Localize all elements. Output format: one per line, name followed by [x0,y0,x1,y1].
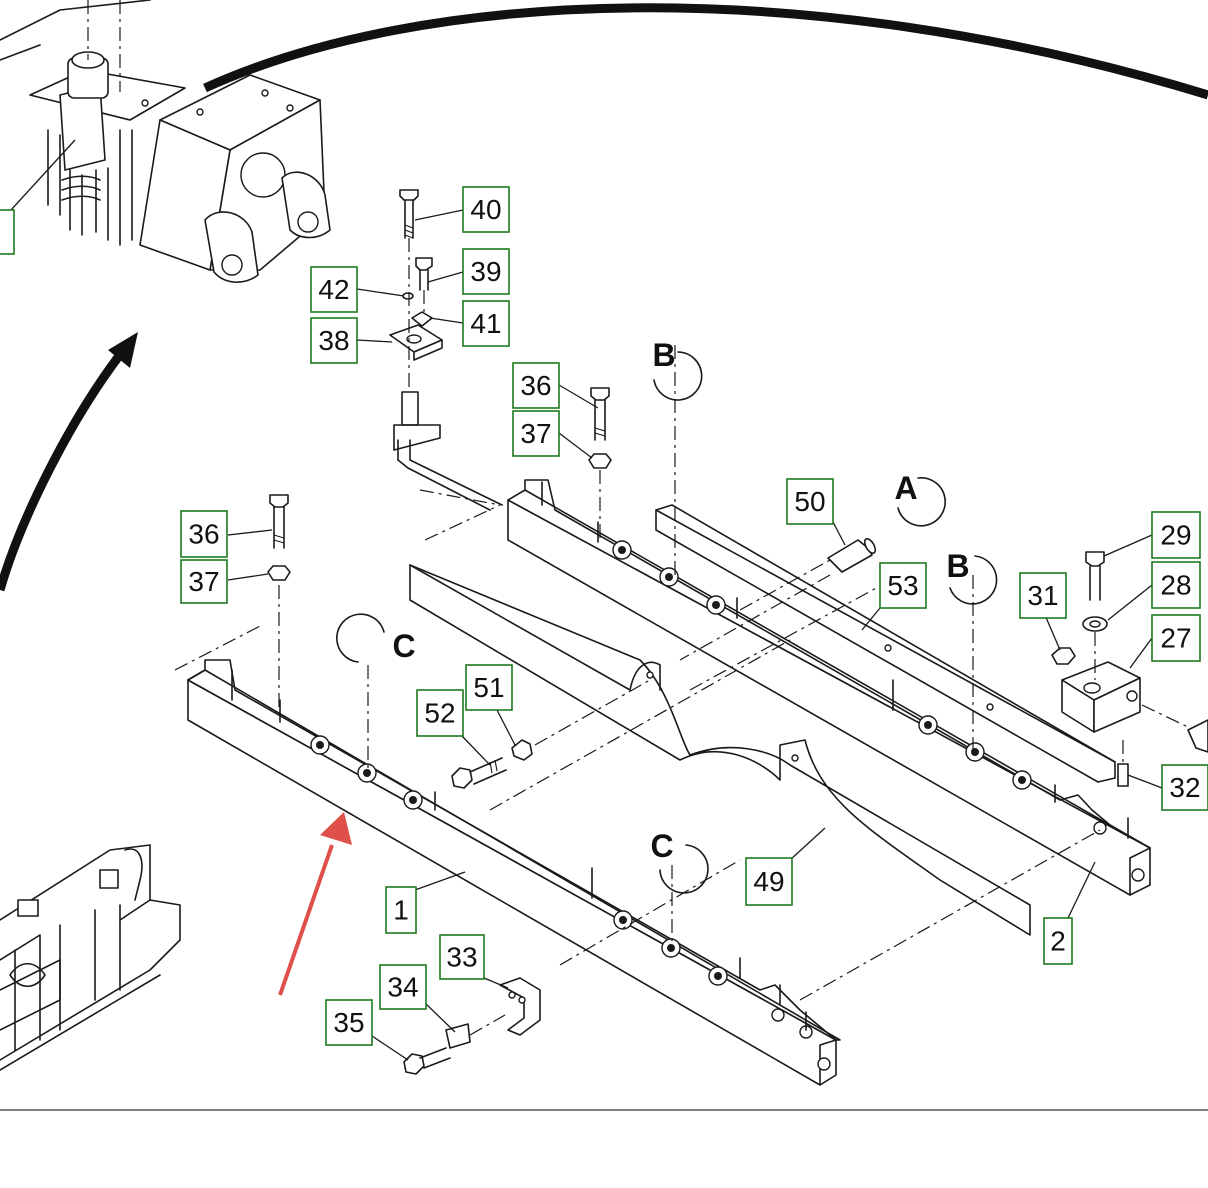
callout-label: 50 [794,486,825,517]
callout-label: 31 [1027,580,1058,611]
block-assembly-27 [1051,551,1208,787]
callout-53: 53 [879,562,927,609]
view-letter-a: A [894,470,917,506]
callout-31: 31 [1019,572,1067,619]
callout-29: 29 [1151,511,1201,559]
callout-label: 35 [333,1007,364,1038]
view-marker-c-bottom: C [650,828,709,894]
callout-40: 40 [462,186,510,233]
callout-label: 39 [470,256,501,287]
callout-27: 27 [1151,614,1201,662]
callout-label: 1 [393,895,409,926]
callout-41: 41 [462,300,510,347]
callout-39: 39 [462,248,510,295]
callout-label: 2 [1050,926,1066,957]
callout-label: 41 [470,308,501,339]
callout-label: 28 [1160,570,1191,601]
view-marker-c-left: C [336,613,416,664]
view-letter-b: B [652,337,675,373]
callout-label: 34 [387,972,418,1003]
assembly-arc-arrow [0,3,1208,592]
callout-label: 42 [318,274,349,305]
callout-1: 1 [385,886,417,934]
callout-33: 33 [439,934,485,980]
callout-label: 52 [424,698,455,729]
view-letter-c: C [392,628,415,664]
callout-32: 32 [1161,764,1208,811]
rail-part-1 [187,659,841,1086]
callout-label: 53 [887,570,918,601]
callout-50: 50 [786,478,834,525]
callout-38: 38 [310,317,358,364]
view-marker-b-right: B [946,548,998,605]
callout-label: 37 [520,418,551,449]
bolt-nut-36-37-rear [588,387,612,540]
callout-8: 8 [0,209,15,255]
callout-label: 33 [446,942,477,973]
highlight-arrow [278,812,352,996]
callout-label: 51 [473,672,504,703]
callout-37-front: 37 [180,559,228,604]
callout-28: 28 [1151,561,1201,609]
callout-49: 49 [745,857,793,906]
callout-37-rear: 37 [512,410,560,457]
view-letter-c: C [650,828,673,864]
callout-label: 40 [470,194,501,225]
callout-34: 34 [379,964,427,1010]
callout-36-rear: 36 [512,362,560,409]
view-marker-a: A [894,470,946,527]
callout-51: 51 [465,664,513,711]
callout-label: 37 [188,566,219,597]
callout-2: 2 [1043,917,1073,965]
callout-label: 27 [1160,623,1191,654]
callout-label: 29 [1160,520,1191,551]
callout-35: 35 [325,999,373,1046]
callout-36-front: 36 [180,510,228,558]
clip-assembly-33 [403,977,541,1075]
callout-label: 36 [520,370,551,401]
bracket-assembly [389,189,503,511]
bolt-nut-51-52 [451,679,651,789]
machine-assembly-bottom [0,844,181,1071]
machine-assembly-top [0,0,331,283]
callout-52: 52 [416,689,464,737]
leader-lines [227,209,1163,1061]
strip-part-53 [655,504,1116,783]
callout-label: 49 [753,866,784,897]
callout-label: 38 [318,325,349,356]
bolt-nut-36-37-front [267,494,291,715]
view-letter-b: B [946,548,969,584]
callout-label: 32 [1169,772,1200,803]
callout-label: 36 [188,519,219,550]
rail-part-2 [507,479,1151,896]
view-marker-b-top: B [652,337,703,401]
plate-part-49 [409,564,1031,936]
callout-42: 42 [310,266,358,313]
pin-part-50 [679,537,877,661]
